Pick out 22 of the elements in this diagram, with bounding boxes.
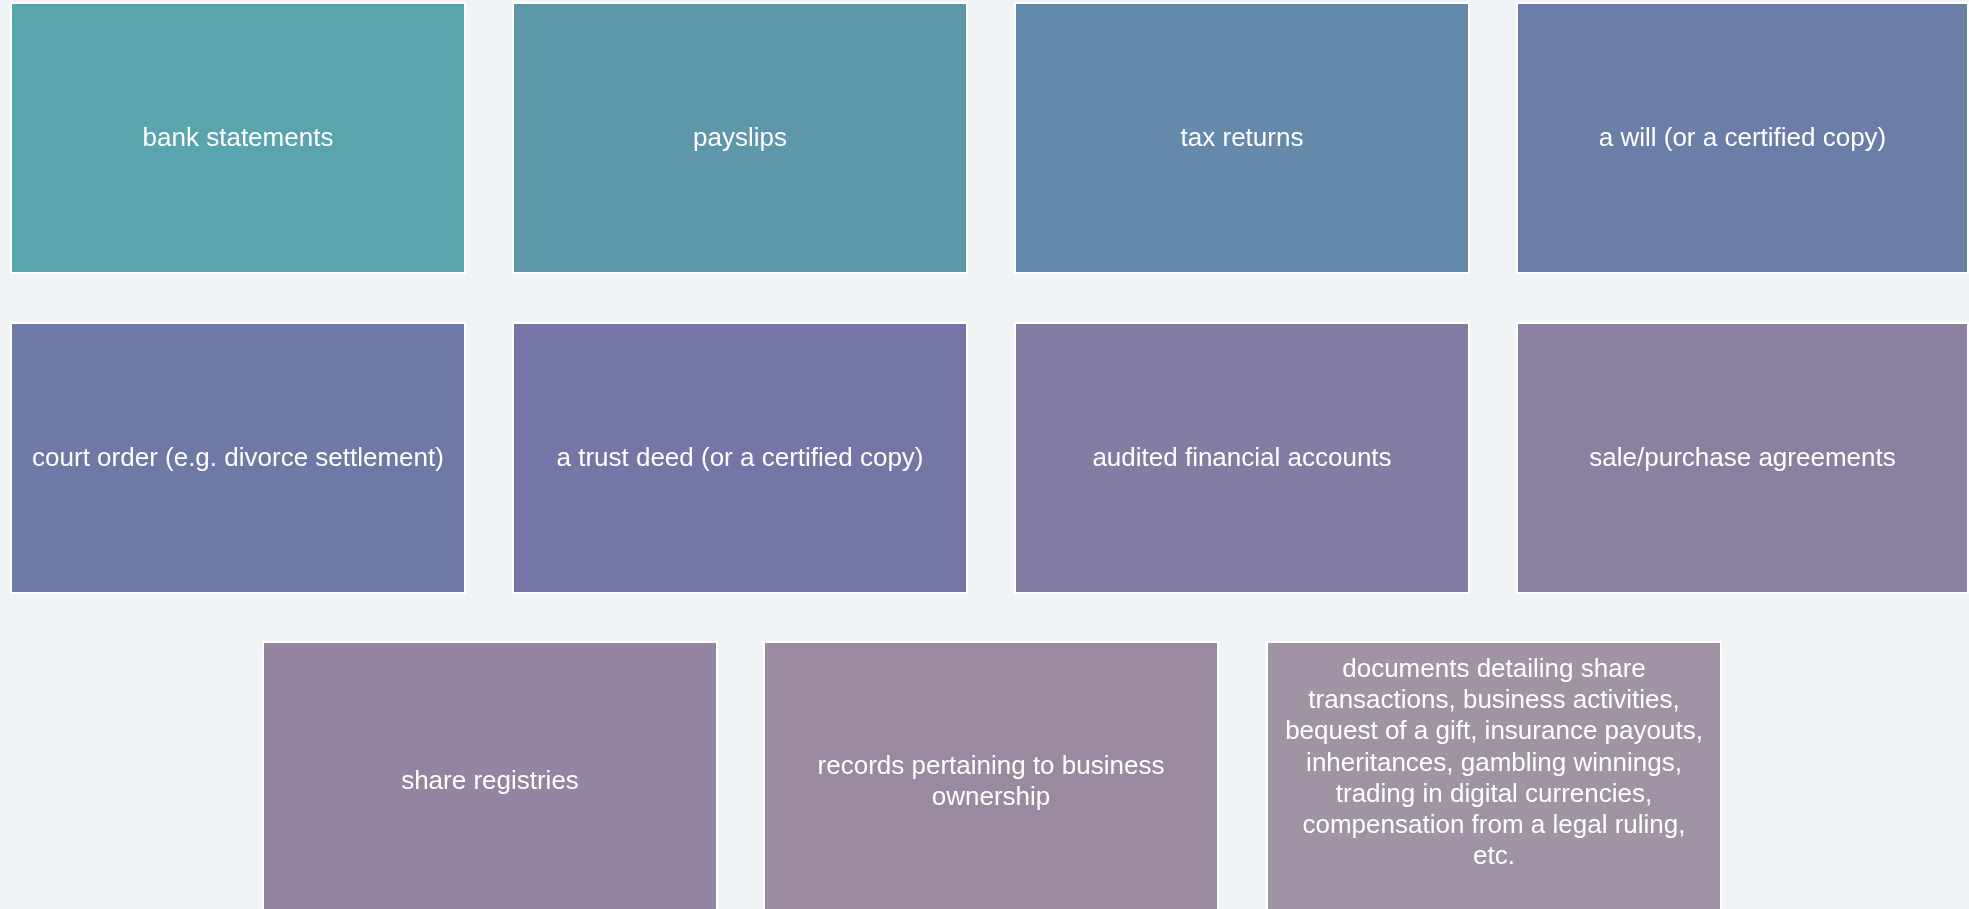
document-type-box <box>10 2 466 274</box>
document-type-box <box>1014 2 1470 274</box>
document-type-box <box>1014 322 1470 594</box>
box-label: audited financial accounts <box>1092 442 1392 474</box>
document-type-box <box>512 2 968 274</box>
document-type-box <box>10 322 466 594</box>
box-label: a trust deed (or a certified copy) <box>556 442 924 474</box>
box-label: payslips <box>693 122 787 154</box>
document-type-box <box>763 641 1219 909</box>
document-type-box <box>1516 2 1969 274</box>
document-type-box <box>1516 322 1969 594</box>
box-label: share registries <box>401 765 579 797</box>
box-label: records pertaining to business ownership <box>816 749 1166 813</box>
box-label: a will (or a certified copy) <box>1598 122 1887 154</box>
document-type-box <box>1266 641 1722 909</box>
document-type-box <box>262 641 718 909</box>
box-label: court order (e.g. divorce settlement) <box>32 442 444 474</box>
box-label: sale/purchase agreements <box>1589 442 1896 474</box>
box-label: documents detailing share transactions, business activities, bequest of a gift, insurance payouts, inheritances, gambling winnings, trading in digital currencies, compensation from a legal ruling, etc. <box>1284 653 1704 872</box>
document-type-box <box>512 322 968 594</box>
box-label: tax returns <box>1180 122 1304 154</box>
box-label: bank statements <box>142 122 334 154</box>
